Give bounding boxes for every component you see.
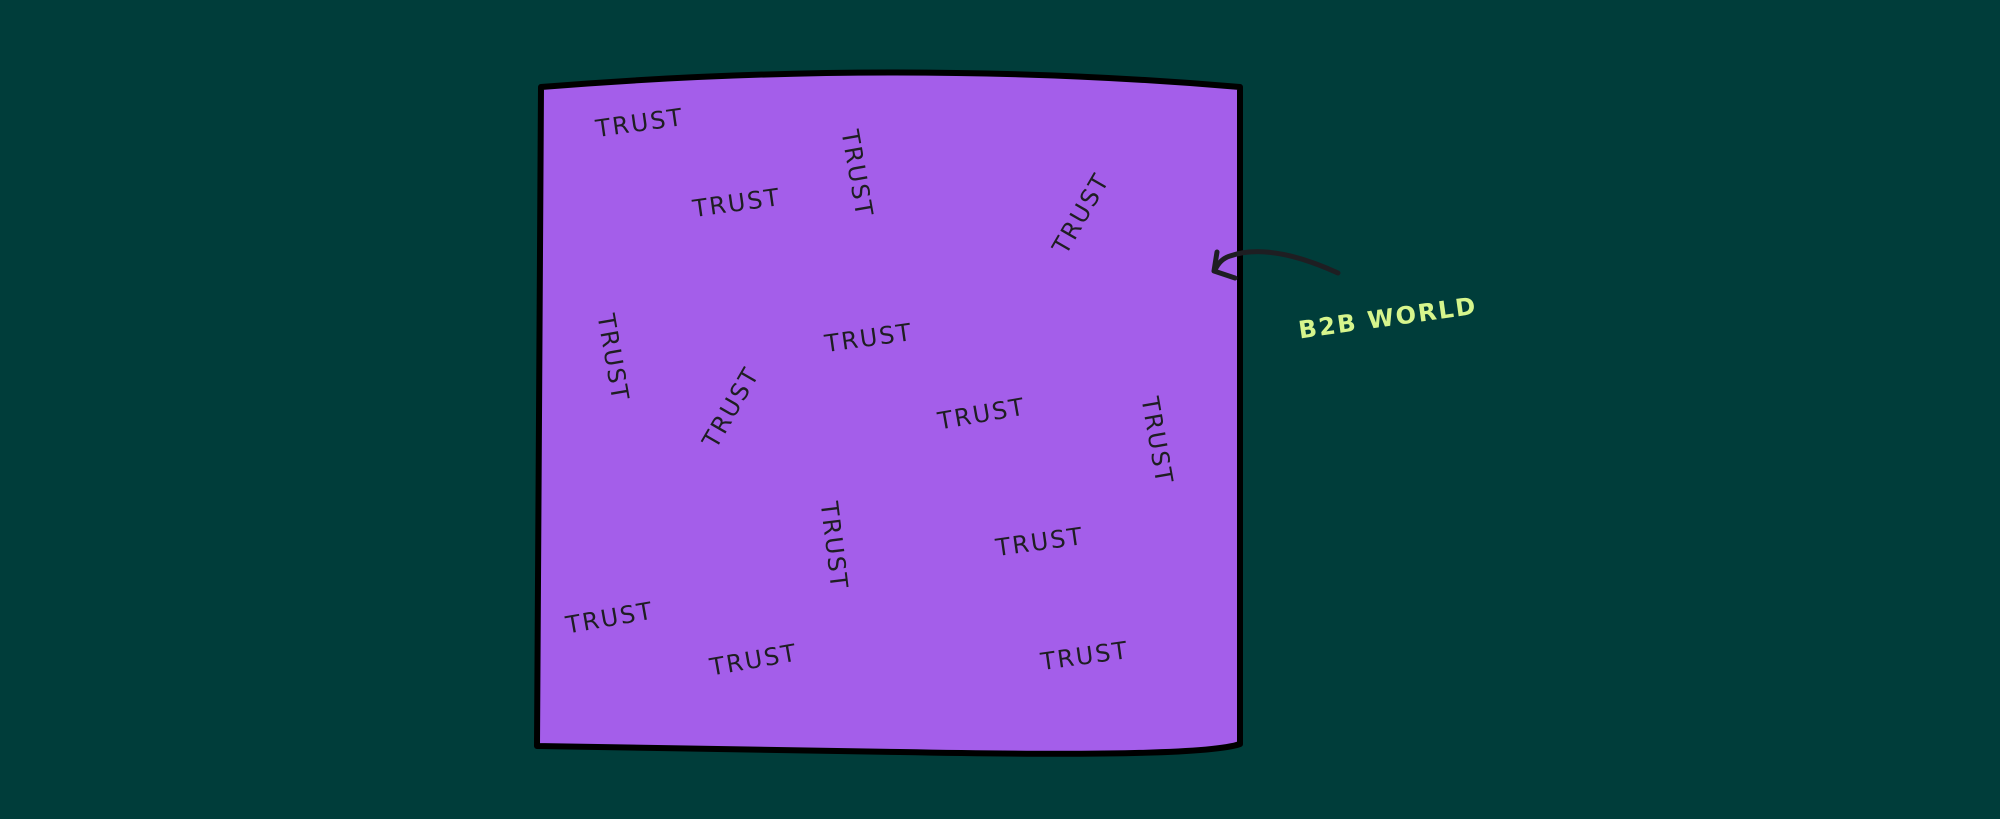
curved-arrow-icon xyxy=(1211,249,1341,281)
b2b-world-box xyxy=(534,69,1243,757)
